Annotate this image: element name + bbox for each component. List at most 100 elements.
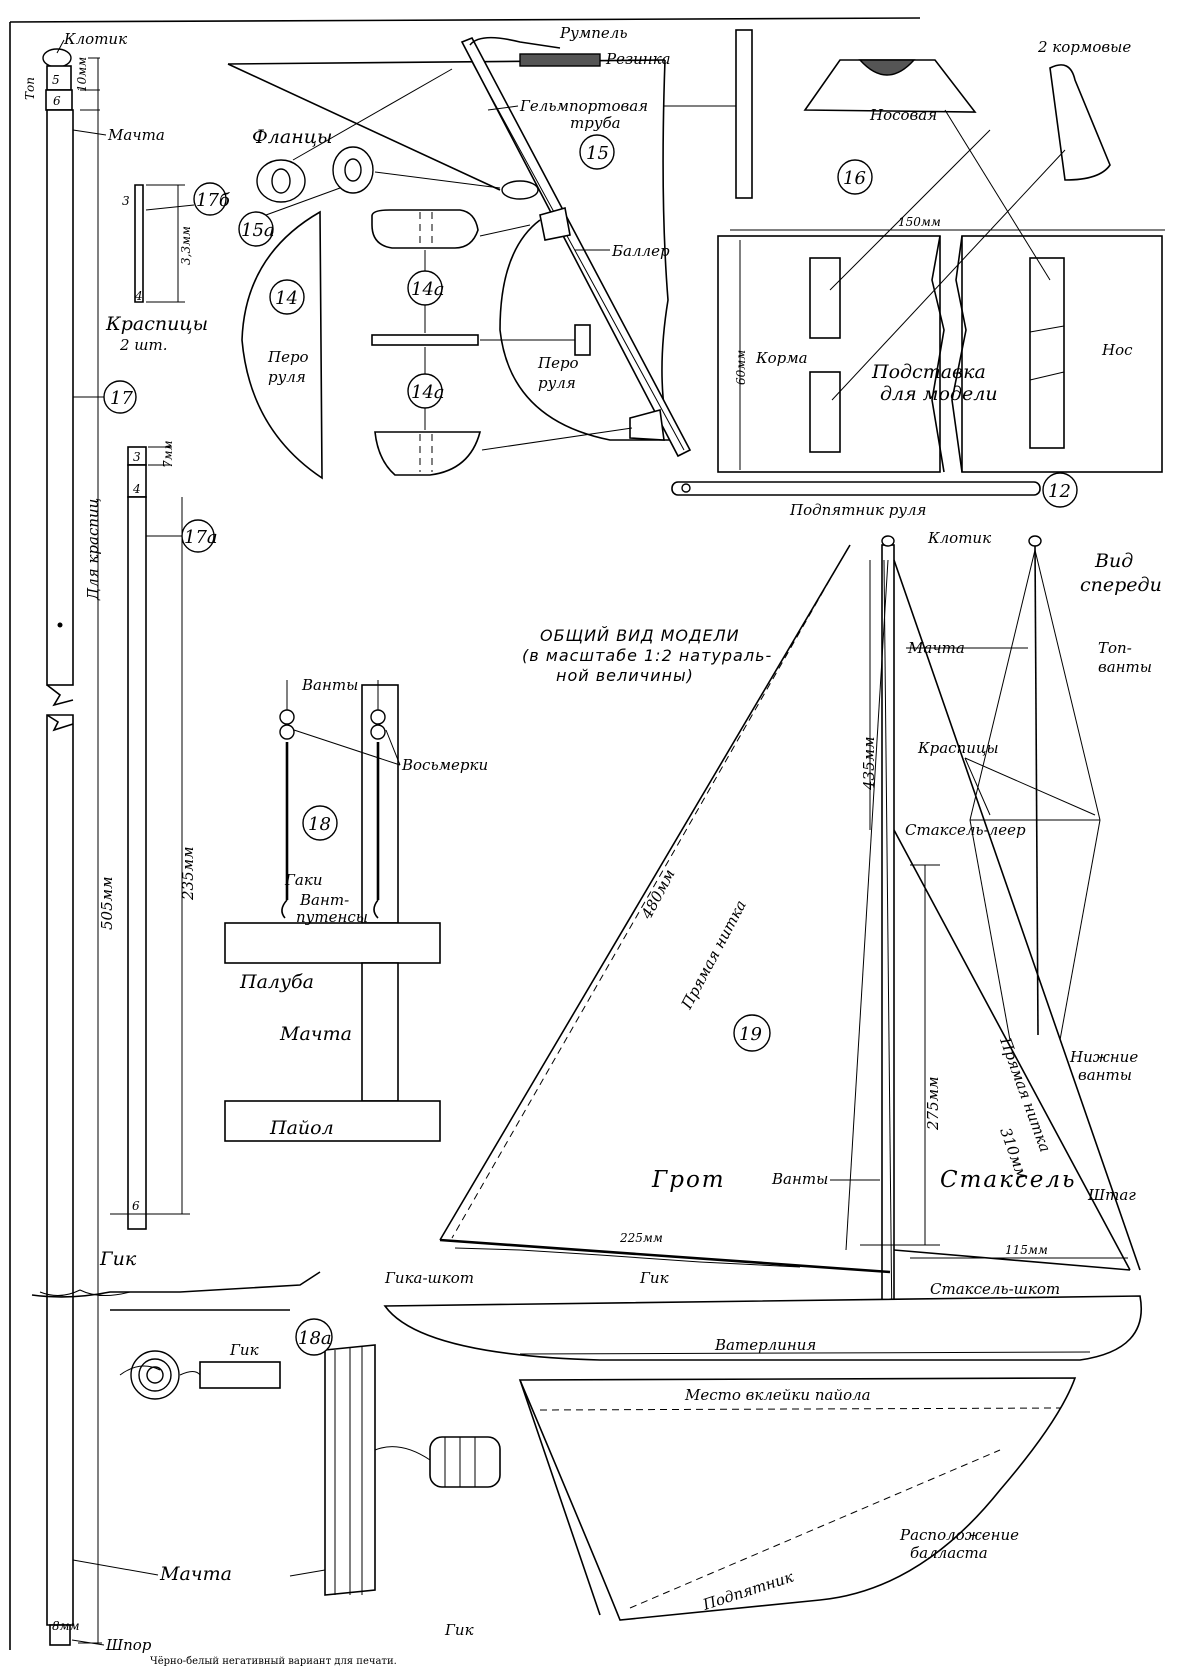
gelmport-label-2: труба [570, 114, 621, 132]
raspolozhenie-label-1: Расположение [899, 1526, 1019, 1544]
dim-235-label: 235мм [179, 846, 197, 901]
dim-225-label: 225мм [619, 1231, 663, 1245]
podstavka-label-1: Подставка [871, 361, 986, 383]
nosovaya-label: Носовая [869, 106, 937, 124]
vaterliniya-label: Ватерлиния [714, 1336, 816, 1354]
rudder-blade-part-14 [241, 210, 323, 480]
part-number-18a: 18а [298, 1328, 332, 1349]
payol-label: Пайол [269, 1117, 334, 1139]
dim-435-label: 435мм [860, 736, 878, 791]
gik-label-detail-2: Гик [229, 1341, 259, 1359]
part-number-15a: 15а [241, 220, 275, 241]
pero-label-14-2: руля [268, 368, 306, 386]
gik-label-roll: Гик [444, 1621, 474, 1639]
korma-label: Корма [755, 349, 808, 367]
boom-part-18a [31, 1271, 501, 1596]
pero-label-15-2: руля [538, 374, 576, 392]
gelmport-label-1: Гельмпортовая [519, 97, 648, 115]
topmast-dim-7: 7мм [161, 440, 175, 468]
part-number-19: 19 [739, 1024, 762, 1045]
mast-part-17 [42, 48, 102, 1646]
part-number-18: 18 [308, 814, 331, 835]
dva-sht-label: 2 шт. [119, 336, 168, 354]
dva-kormovye-label: 2 кормовые [1037, 38, 1131, 56]
dim-150-label: 150мм [898, 215, 941, 229]
dim-60-label: 60мм [734, 350, 748, 385]
brackets-part-14a [371, 209, 482, 476]
top-label: Топ [23, 77, 37, 100]
vanty-label-detail: Ванты [301, 676, 358, 694]
nos-label: Нос [1101, 341, 1133, 359]
vid-label-1: Вид [1094, 550, 1133, 572]
topmast-dim-4: 4 [132, 482, 141, 496]
shroud-detail-part-18 [224, 680, 441, 1142]
flantsy-label: Фланцы [252, 126, 332, 148]
kraspitsy-label-general: Краспицы [917, 739, 999, 757]
dim-115-label: 115мм [1005, 1243, 1048, 1257]
vid-label-2: спереди [1080, 574, 1162, 596]
vant-label-2: путенсы [296, 908, 368, 926]
top-vanty-label-1: Топ- [1098, 639, 1132, 657]
gaki-label: Гаки [284, 871, 323, 889]
part-number-17: 17 [110, 388, 133, 409]
raspolozhenie-label-2: балласта [910, 1544, 988, 1562]
gik-label-general: Гик [639, 1269, 669, 1287]
pryamaya-label-main: Прямая нитка [677, 897, 750, 1013]
vosmerki-label: Восьмерки [401, 756, 488, 774]
staksel-leer-label: Стаксель-леер [905, 821, 1026, 839]
shpor-label: Шпор [105, 1636, 152, 1654]
mast-label-bottom: Мачта [159, 1563, 232, 1585]
dlya-kraspits-label: Для краспиц [84, 498, 102, 601]
general-view-title-1: ОБЩИЙ ВИД МОДЕЛИ [540, 626, 740, 645]
general-view-title-3: ной величины) [556, 666, 694, 685]
part-number-17b: 17б [196, 190, 231, 211]
part-number-12: 12 [1048, 481, 1071, 502]
vant-label-1: Вант- [299, 891, 349, 909]
spreader-dim-33: 3,3мм [179, 226, 193, 265]
klotik-label-general: Клотик [927, 529, 991, 547]
topmast-dim-6: 6 [132, 1199, 140, 1213]
part-number-14a-bottom: 14а [411, 382, 445, 403]
top-dim-5: 5 [52, 73, 60, 87]
rudder-heel-part-12 [671, 481, 1041, 496]
rezinka-label: Резинка [605, 50, 671, 68]
spreaders-part-17b [134, 184, 185, 303]
spreader-dim-4: 4 [134, 289, 143, 303]
dim-8mm: 8мм [52, 1619, 80, 1633]
kraspitsy-label: Краспицы [105, 313, 208, 335]
mast-label-detail: Мачта [279, 1023, 352, 1045]
top-dim-6: 6 [53, 94, 61, 108]
gik-label-detail: Гик [99, 1248, 137, 1270]
shtag-label: Штаг [1087, 1186, 1136, 1204]
dim-275-label: 275мм [924, 1076, 942, 1131]
part-number-14: 14 [275, 288, 298, 309]
mesto-label: Место вклейки пайола [684, 1386, 871, 1404]
podpyatnik-rulya-label: Подпятник руля [789, 501, 927, 519]
paluba-label: Палуба [239, 971, 314, 993]
grot-label: Грот [651, 1167, 726, 1193]
stand-part-16 [717, 59, 1165, 473]
staksel-label: Стаксель [940, 1167, 1077, 1193]
pero-label-15-1: Перо [537, 354, 579, 372]
topmast-part-17a [110, 446, 190, 1230]
spreader-dim-3: 3 [122, 194, 130, 208]
part-number-15: 15 [586, 143, 609, 164]
podstavka-label-2: для модели [880, 383, 998, 405]
part-number-16: 16 [843, 168, 866, 189]
vanty-label-general: Ванты [771, 1170, 828, 1188]
part-number-17a: 17а [184, 527, 218, 548]
top-dim-10mm: 10мм [75, 57, 89, 92]
baller-label: Баллер [611, 242, 670, 260]
staksel-shkot-label: Стаксель-шкот [930, 1280, 1060, 1298]
frame [9, 17, 921, 1650]
top-vanty-label-2: ванты [1098, 658, 1152, 676]
yacht-general-view-part-19 [383, 535, 1142, 1621]
rumpel-label: Румпель [559, 24, 628, 42]
print-caption: Чёрно-белый негативный вариант для печат… [150, 1656, 397, 1667]
part-number-14a-top: 14а [411, 279, 445, 300]
dim-505-label: 505мм [98, 876, 116, 930]
rudder-part-15 [227, 29, 753, 458]
nizhnie-label-1: Нижние [1069, 1048, 1138, 1066]
klotik-label: Клотик [63, 30, 127, 48]
